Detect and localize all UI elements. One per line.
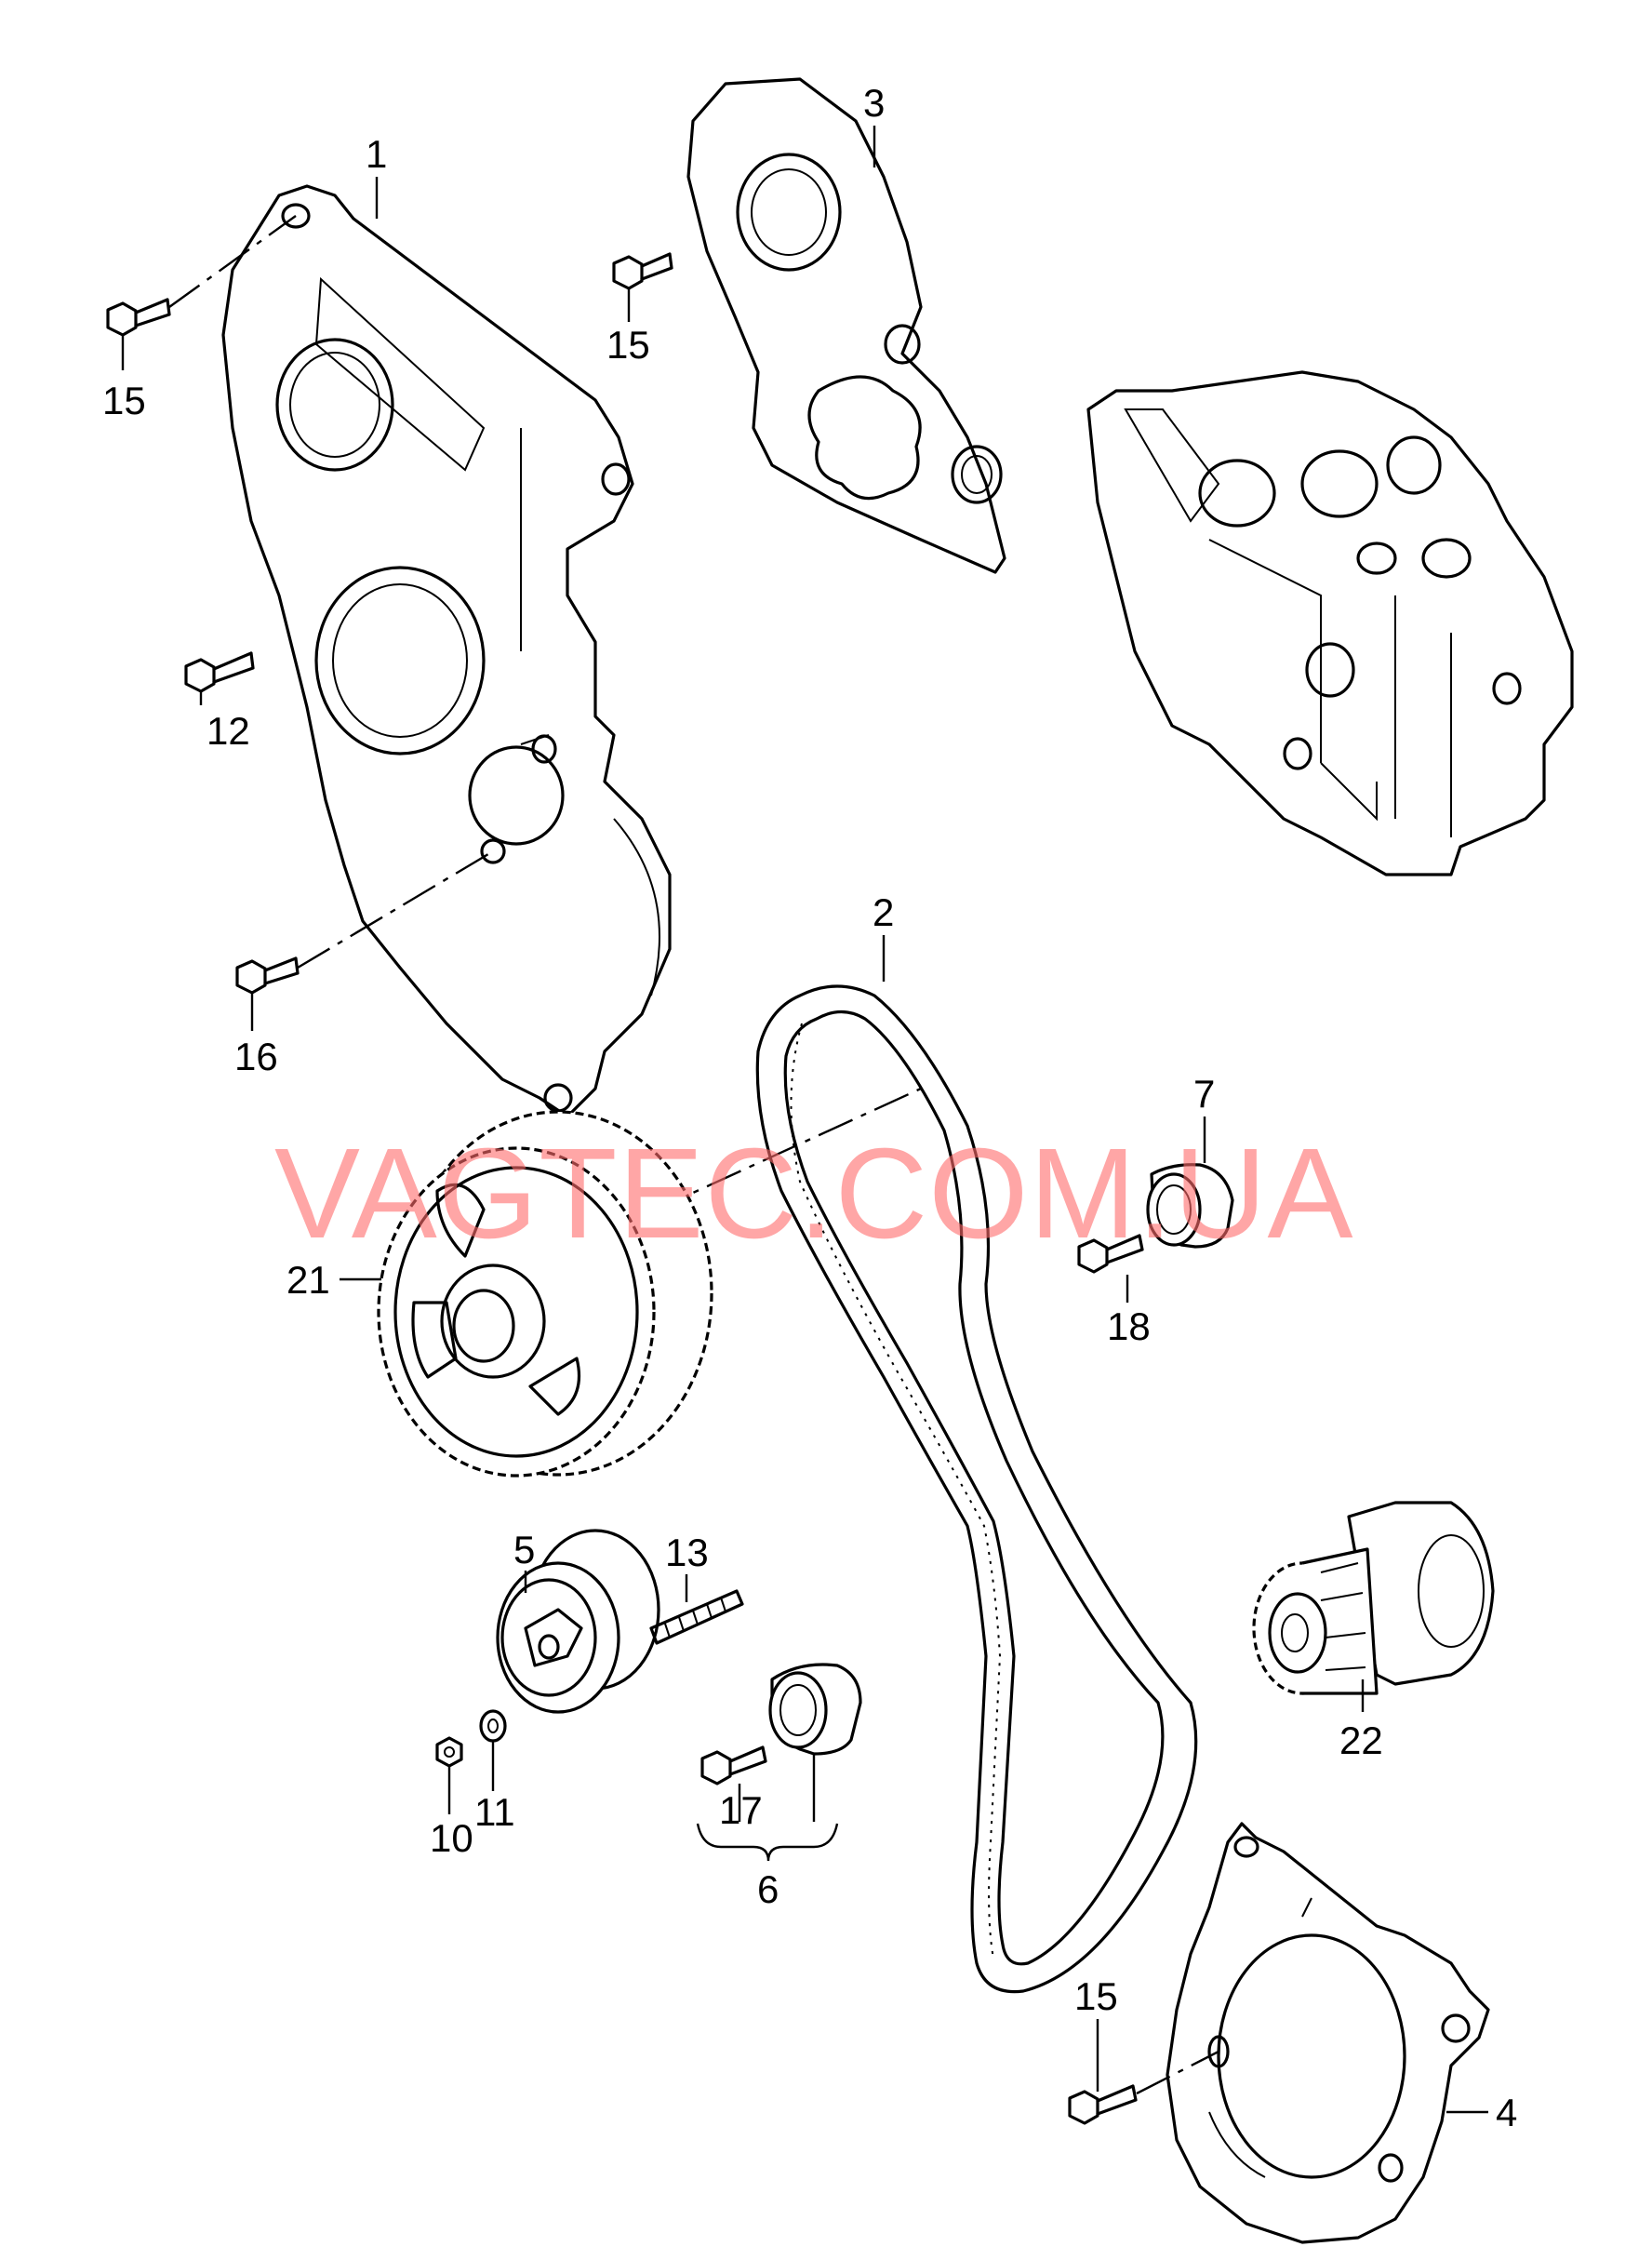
callout-15-left: 15	[102, 379, 146, 422]
leader-lines	[121, 126, 1488, 2114]
bolt-15-top	[612, 252, 673, 290]
part-22-water-pump	[1252, 1501, 1495, 1695]
washer-11	[479, 1709, 507, 1743]
part-1-timing-cover	[221, 184, 672, 1118]
callout-10: 10	[430, 1816, 473, 1860]
callout-labels: 1 3 15 15 12 16 2 7 18 21 5 13 10 11 17 …	[102, 81, 1517, 2134]
callout-7: 7	[1193, 1072, 1215, 1116]
callout-1: 1	[366, 132, 387, 176]
callout-3: 3	[863, 81, 885, 125]
callout-5: 5	[513, 1528, 535, 1571]
callout-17: 17	[719, 1788, 763, 1832]
callout-13: 13	[665, 1531, 709, 1574]
callout-11: 11	[474, 1790, 515, 1834]
part-21-camshaft-sprocket	[377, 1110, 713, 1478]
part-2-timing-belt	[594, 984, 1198, 1994]
callout-22: 22	[1339, 1718, 1383, 1762]
callout-18: 18	[1107, 1304, 1151, 1348]
bolt-13	[649, 1589, 744, 1645]
nut-10	[435, 1736, 463, 1768]
part-5-tensioner	[496, 1529, 660, 1714]
callout-4: 4	[1496, 2091, 1517, 2134]
callout-15-bottom: 15	[1074, 1974, 1118, 2018]
bolt-12	[184, 651, 255, 693]
engine-block	[1086, 370, 1574, 876]
part-3-rear-cover	[686, 77, 1006, 574]
bolt-16	[235, 849, 494, 995]
part-6-guide-pulley	[768, 1663, 862, 1756]
bolt-15-left	[106, 215, 297, 337]
callout-2: 2	[873, 890, 894, 934]
callout-6: 6	[757, 1867, 779, 1911]
callout-21: 21	[286, 1258, 330, 1302]
bolt-17	[700, 1745, 767, 1785]
part-4-lower-cover	[1166, 1822, 1490, 2244]
callout-12: 12	[206, 709, 250, 753]
part-7-idler	[1146, 1163, 1234, 1249]
callout-15-top: 15	[606, 323, 650, 367]
watermark-text: VAGTEC.COM.UA	[274, 1122, 1354, 1265]
bolt-15-bottom	[1068, 2050, 1219, 2125]
callout-16: 16	[234, 1035, 278, 1078]
bolt-18	[1077, 1234, 1144, 1274]
